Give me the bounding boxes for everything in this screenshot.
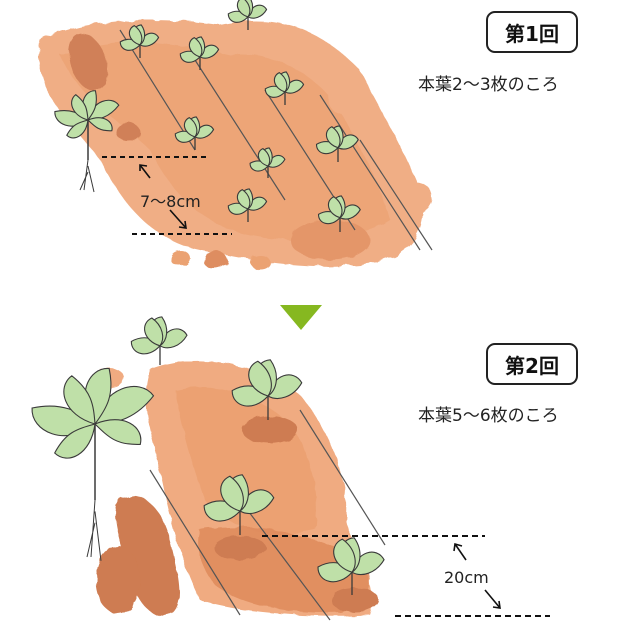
thinned-plant xyxy=(31,367,155,561)
plant xyxy=(231,359,303,420)
plants xyxy=(31,0,385,595)
plant xyxy=(317,537,385,595)
stage-1-spacing-label: 7～8cm xyxy=(140,192,201,211)
plant xyxy=(203,474,275,535)
stage-1-badge: 第1回 xyxy=(486,11,578,53)
seedling xyxy=(227,0,268,30)
seedling xyxy=(227,188,268,222)
furrow-lines-2 xyxy=(149,409,386,621)
down-triangle-icon xyxy=(280,305,322,330)
seedling xyxy=(119,24,160,58)
measure-lines-2 xyxy=(262,535,550,617)
stage-1-caption: 本葉2～3枚のころ xyxy=(418,75,559,95)
soil-bed-1 xyxy=(38,20,433,269)
stage-2-caption: 本葉5～6枚のころ xyxy=(418,406,559,426)
seedling xyxy=(174,116,215,150)
measure-arrows xyxy=(139,164,501,609)
thinned-seedling xyxy=(54,90,120,193)
seedling xyxy=(315,125,359,162)
soil-bed-2 xyxy=(96,360,379,616)
seedling xyxy=(264,71,305,105)
measure-lines-1 xyxy=(102,156,232,235)
plant xyxy=(130,316,188,365)
stage-2-spacing-label: 20cm xyxy=(444,568,489,587)
seedling xyxy=(179,36,220,70)
seedling xyxy=(249,147,286,178)
seedling xyxy=(317,195,361,232)
stage-2-badge: 第2回 xyxy=(486,343,578,385)
